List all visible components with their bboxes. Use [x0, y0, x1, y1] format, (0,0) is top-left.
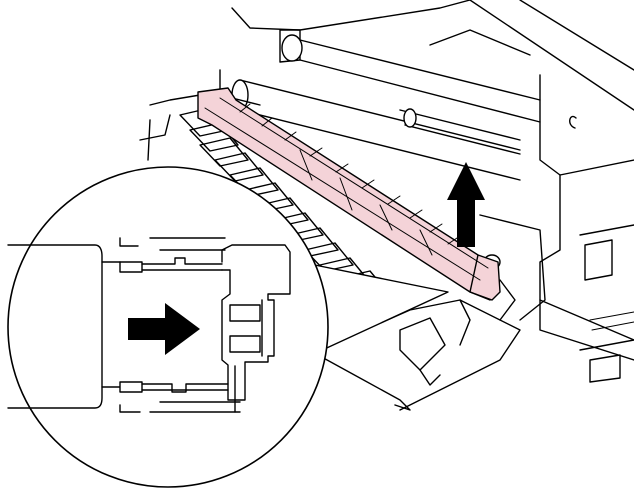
detail-magnifier [7, 166, 329, 488]
printer-body [231, 0, 634, 383]
arrow-up-icon [447, 162, 485, 247]
arrow-right-icon [128, 303, 200, 355]
callout-pointer [299, 261, 449, 353]
highlighted-fuser-cover [197, 87, 501, 301]
